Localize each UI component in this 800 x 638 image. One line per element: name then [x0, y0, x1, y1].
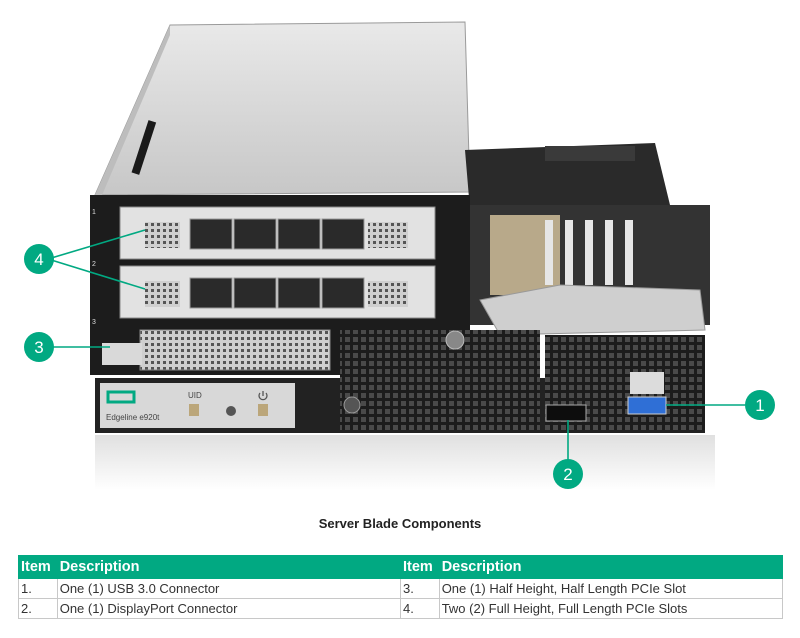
- uid-button: [189, 404, 199, 416]
- pcie-slot-full-height-2: [119, 265, 436, 319]
- power-button: [258, 404, 268, 416]
- bay-label-3: 3: [92, 319, 96, 326]
- pcie-slot-half-height: [139, 329, 331, 371]
- svg-text:1: 1: [755, 396, 764, 415]
- bay-label-2: 2: [92, 261, 96, 268]
- health-led: [226, 406, 236, 416]
- callout-4-leader-a: [47, 229, 146, 260]
- power-icon: [258, 391, 268, 401]
- table-header-row: Item Description Item Description: [18, 555, 784, 579]
- dimm-slots: [545, 220, 633, 285]
- item-description: One (1) DisplayPort Connector: [56, 598, 401, 619]
- svg-text:2: 2: [563, 465, 572, 484]
- item-description: Two (2) Full Height, Full Length PCIe Sl…: [438, 598, 784, 619]
- hpe-logo: [106, 390, 136, 404]
- heatsink-bracket: [479, 284, 706, 336]
- callout-1: 1: [745, 390, 775, 420]
- center-vent: [340, 330, 540, 430]
- item-description: One (1) Half Height, Half Length PCIe Sl…: [438, 578, 784, 599]
- bay-label-1: 1: [92, 209, 96, 216]
- item-number: 1.: [18, 578, 58, 599]
- chassis-top-cover: [94, 21, 471, 196]
- displayport-connector: [545, 404, 587, 422]
- uid-label: UID: [188, 391, 202, 400]
- callout-2: 2: [553, 459, 583, 489]
- chassis-side: [95, 25, 170, 200]
- right-module-lid: [545, 146, 635, 161]
- top-cover-slot: [131, 120, 157, 175]
- components-table: Item Description Item Description 1. One…: [18, 555, 784, 619]
- figure-caption: Server Blade Components: [318, 516, 482, 531]
- latch-screw: [445, 330, 465, 350]
- pcie-slot-full-height-1: [119, 206, 436, 260]
- item-number: 4.: [399, 598, 440, 619]
- svg-text:4: 4: [34, 250, 43, 269]
- callout-4: 4: [24, 244, 54, 274]
- header-description: Description: [56, 555, 401, 579]
- header-description: Description: [438, 555, 784, 579]
- server-blade-figure: 1 2 3 Edgeline e920t UID: [24, 21, 775, 490]
- item-number: 2.: [18, 598, 58, 619]
- header-item: Item: [399, 555, 440, 579]
- usb-connector: [627, 396, 667, 415]
- callout-3: 3: [24, 332, 54, 362]
- floor-reflection: [95, 435, 715, 490]
- header-item: Item: [18, 555, 58, 579]
- table-row: 2. One (1) DisplayPort Connector 4. Two …: [18, 598, 784, 619]
- item-description: One (1) USB 3.0 Connector: [56, 578, 401, 599]
- thumbscrew: [343, 396, 361, 414]
- item-number: 3.: [399, 578, 440, 599]
- device-model-label: Edgeline e920t: [106, 413, 160, 422]
- svg-text:3: 3: [34, 338, 43, 357]
- table-row: 1. One (1) USB 3.0 Connector 3. One (1) …: [18, 578, 784, 599]
- slot-3-bracket: [102, 343, 142, 365]
- usb-latch: [630, 372, 664, 394]
- callout-4-leader-b: [47, 258, 146, 290]
